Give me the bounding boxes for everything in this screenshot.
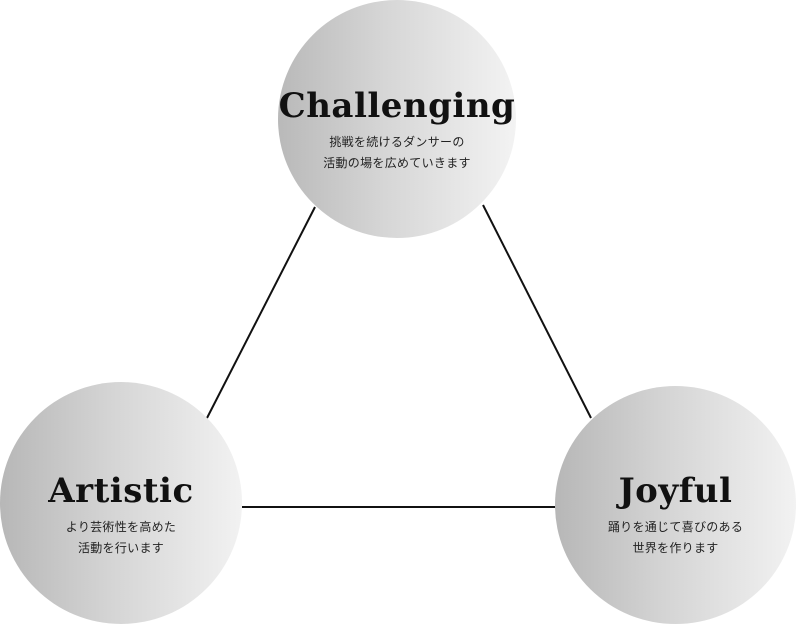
node-artistic: Artistic より芸術性を高めた 活動を行います [0, 382, 242, 624]
node-description-artistic: より芸術性を高めた 活動を行います [66, 517, 176, 559]
node-joyful: Joyful 踊りを通じて喜びのある 世界を作ります [555, 386, 796, 624]
node-description-line: 挑戦を続けるダンサーの [329, 135, 465, 149]
node-description-line: 活動を行います [77, 541, 165, 555]
node-description-line: より芸術性を高めた [65, 520, 177, 534]
node-title-challenging: Challenging [278, 86, 516, 126]
node-challenging: Challenging 挑戦を続けるダンサーの 活動の場を広めていきます [278, 0, 516, 238]
node-description-line: 活動の場を広めていきます [323, 156, 471, 170]
connector-challenging-joyful [482, 204, 592, 419]
node-title-artistic: Artistic [48, 471, 194, 511]
node-description-line: 踊りを通じて喜びのある [607, 520, 744, 534]
connector-challenging-artistic [206, 206, 316, 419]
node-description-joyful: 踊りを通じて喜びのある 世界を作ります [608, 517, 743, 559]
node-description-line: 世界を作ります [632, 541, 719, 555]
node-description-challenging: 挑戦を続けるダンサーの 活動の場を広めていきます [323, 132, 471, 174]
node-title-joyful: Joyful [618, 471, 733, 511]
